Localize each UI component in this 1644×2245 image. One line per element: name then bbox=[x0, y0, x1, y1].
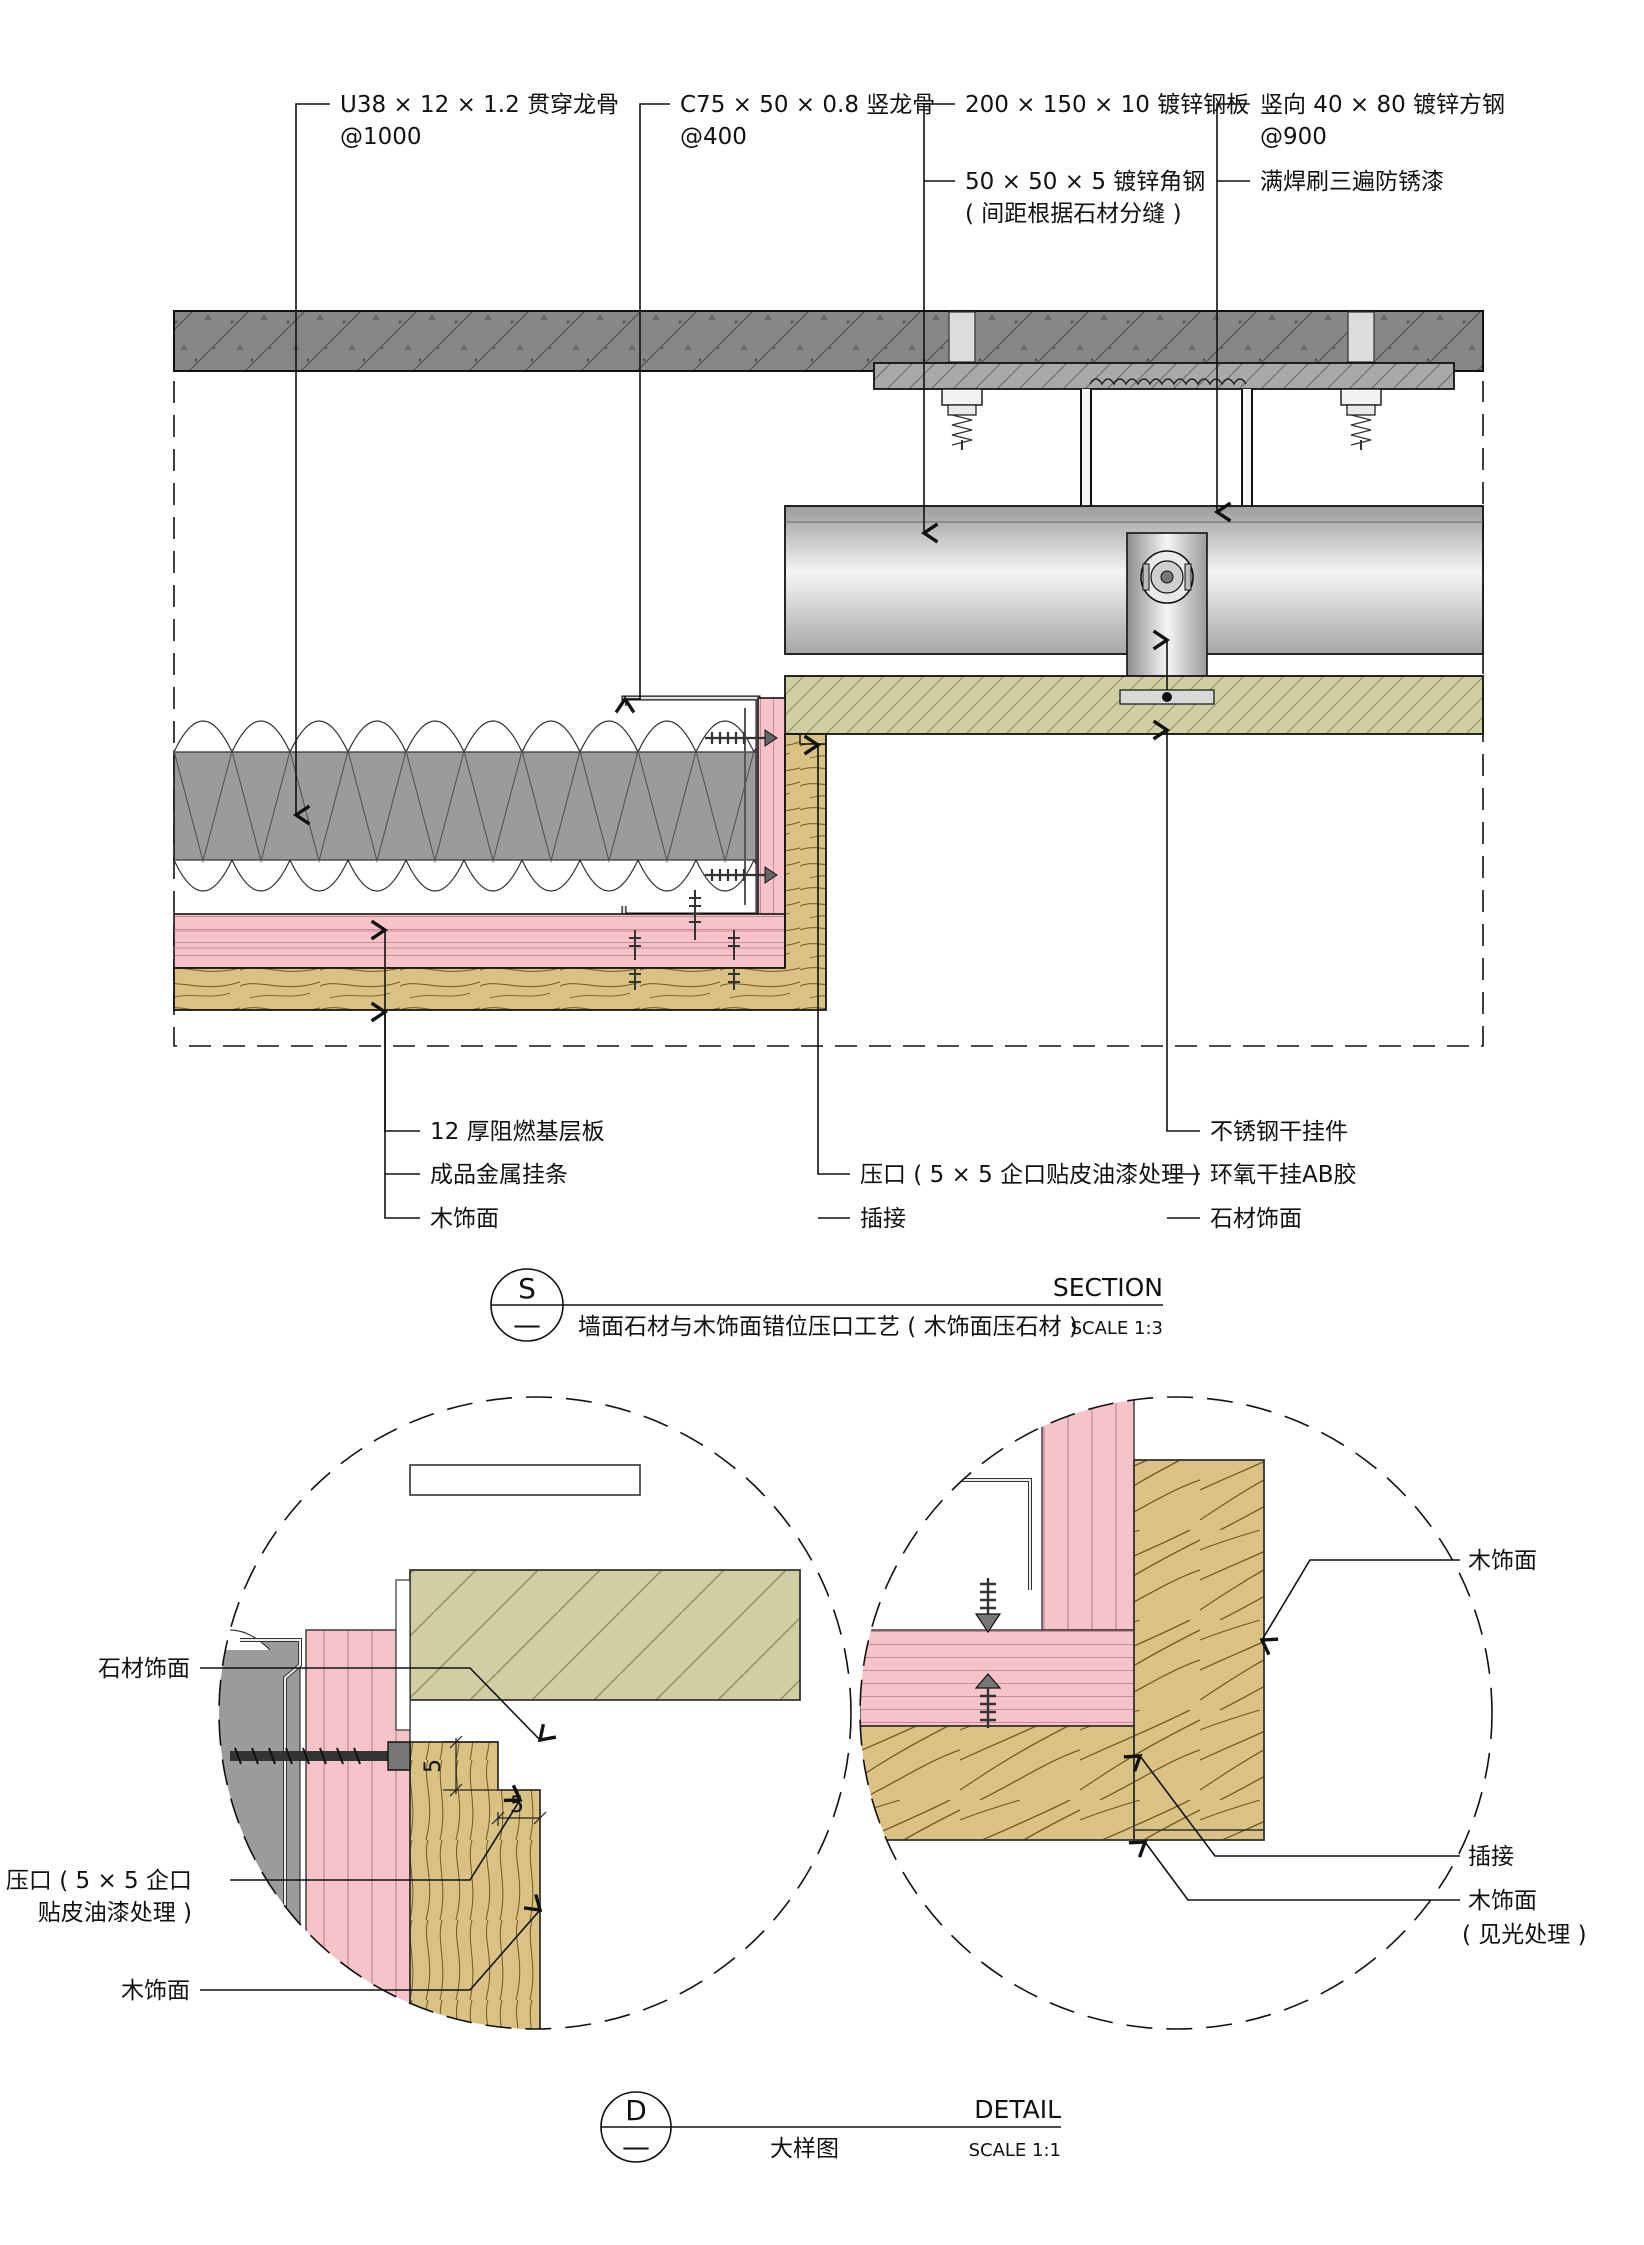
screws bbox=[629, 729, 778, 990]
detail-label-press-2: 贴皮油漆处理 ) bbox=[38, 1900, 192, 1926]
section-title-block: S — SECTION 墙面石材与木饰面错位压口工艺 ( 木饰面压石材 ) SC… bbox=[490, 1268, 1163, 1342]
detail-scale: SCALE 1:1 bbox=[969, 2140, 1061, 2161]
fire-retardant-board bbox=[173, 697, 786, 969]
label-ab-glue: 环氧干挂AB胶 bbox=[1210, 1162, 1357, 1188]
detail-symbol-sub: — bbox=[622, 2130, 650, 2163]
label-wood-veneer: 木饰面 bbox=[430, 1206, 499, 1232]
detail-label-wood: 木饰面 bbox=[121, 1978, 190, 2004]
insulation-layer bbox=[173, 720, 759, 892]
detail-title-block: D — DETAIL 大样图 SCALE 1:1 bbox=[600, 2091, 1061, 2163]
label-pendant: 不锈钢干挂件 bbox=[1210, 1119, 1348, 1145]
section-scale: SCALE 1:3 bbox=[1071, 1318, 1163, 1339]
detail-left: 5 5 bbox=[218, 1396, 852, 2030]
label-steel-plate: 200 × 150 × 10 镀锌钢板 bbox=[965, 92, 1249, 118]
detail-label-wood-lit: 木饰面 bbox=[1468, 1888, 1537, 1914]
label-metal-strip: 成品金属挂条 bbox=[430, 1162, 568, 1188]
stone-panel bbox=[784, 675, 1484, 735]
detail-left-labels: 石材饰面 压口 ( 5 × 5 企口 贴皮油漆处理 ) 木饰面 bbox=[6, 1656, 192, 2004]
label-c75-spacing: @400 bbox=[680, 124, 747, 150]
detail-name: 大样图 bbox=[770, 2136, 839, 2162]
label-base-board: 12 厚阻燃基层板 bbox=[430, 1119, 605, 1145]
label-tube-spacing: @900 bbox=[1260, 124, 1327, 150]
detail-label-insert: 插接 bbox=[1468, 1844, 1514, 1870]
galvanized-steel-plate bbox=[873, 362, 1455, 450]
label-press-joint: 压口 ( 5 × 5 企口贴皮油漆处理 ) bbox=[860, 1162, 1200, 1188]
section-symbol: S bbox=[518, 1272, 536, 1305]
detail-left-leaders bbox=[200, 1667, 557, 1991]
detail-label-wood-right: 木饰面 bbox=[1468, 1548, 1537, 1574]
section-labels: U38 × 12 × 1.2 贯穿龙骨 @1000 C75 × 50 × 0.8… bbox=[340, 92, 1505, 1232]
detail-label-stone: 石材饰面 bbox=[98, 1656, 190, 1682]
detail-label-press-1: 压口 ( 5 × 5 企口 bbox=[6, 1868, 192, 1894]
concrete-slab bbox=[173, 310, 1484, 372]
section-symbol-sub: — bbox=[513, 1308, 541, 1341]
label-u38-spacing: @1000 bbox=[340, 124, 422, 150]
section-name: 墙面石材与木饰面错位压口工艺 ( 木饰面压石材 ) bbox=[578, 1314, 1078, 1340]
section-heading: SECTION bbox=[1053, 1273, 1163, 1302]
label-stone-finish: 石材饰面 bbox=[1210, 1206, 1302, 1232]
label-c75-stud: C75 × 50 × 0.8 竖龙骨 bbox=[680, 92, 935, 118]
label-weld: 满焊刷三遍防锈漆 bbox=[1260, 169, 1444, 195]
detail-right bbox=[859, 1396, 1493, 2030]
detail-right-leaders bbox=[1123, 1559, 1460, 1901]
label-angle-steel: 50 × 50 × 5 镀锌角钢 bbox=[965, 169, 1205, 195]
steel-square-tube bbox=[1080, 378, 1255, 518]
detail-symbol: D bbox=[625, 2094, 647, 2127]
detail-heading: DETAIL bbox=[974, 2095, 1061, 2124]
detail-label-wood-lit-note: ( 见光处理 ) bbox=[1462, 1922, 1587, 1948]
label-square-tube: 竖向 40 × 80 镀锌方钢 bbox=[1260, 92, 1505, 118]
label-u38-runner: U38 × 12 × 1.2 贯穿龙骨 bbox=[340, 92, 619, 118]
section-leaders bbox=[292, 103, 1250, 1219]
label-angle-note: ( 间距根据石材分缝 ) bbox=[965, 201, 1182, 227]
detail-dim-a: 5 bbox=[421, 1759, 446, 1773]
detail-right-labels: 木饰面 插接 木饰面 ( 见光处理 ) bbox=[1462, 1548, 1587, 1948]
label-insert-joint: 插接 bbox=[860, 1206, 906, 1232]
